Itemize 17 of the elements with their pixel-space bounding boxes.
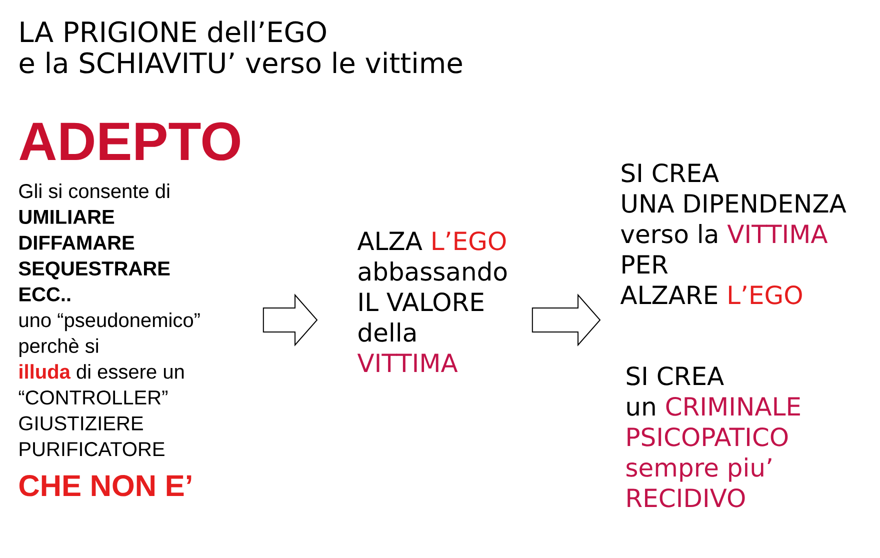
block-arrow bbox=[532, 294, 601, 346]
block-arrow bbox=[262, 294, 318, 346]
body-text: un CRIMINALE PSICOPATICO sempre piu’ RECIDIVO bbox=[626, 396, 800, 508]
body-text: PER bbox=[622, 255, 668, 274]
body-text: UMILIARE DIFFAMARE SEQUESTRARE ECC.. bbox=[18, 210, 170, 302]
body-text: ALZARE L’EGO bbox=[620, 285, 802, 304]
body-text: Gli si consente di bbox=[19, 184, 170, 198]
body-text: UNA DIPENDENZA verso la VITTIMA bbox=[620, 194, 846, 244]
body-text: ALZA L’EGO bbox=[357, 231, 506, 250]
title: LA PRIGIONE dell’EGO e la SCHIAVITU’ verso le vittime bbox=[20, 20, 462, 74]
body-text: SI CREA bbox=[622, 163, 719, 182]
body-text: VITTIMA bbox=[357, 354, 458, 372]
body-text: CHE NON E’ bbox=[19, 475, 192, 496]
heading: ADEPTO bbox=[20, 122, 240, 161]
body-text: illuda di essere un “CONTROLLER” GIUSTIZIERE PURIFICATORE bbox=[18, 364, 184, 456]
body-text: SI CREA bbox=[626, 366, 724, 386]
body-text: abbassando IL VALORE della bbox=[358, 262, 507, 342]
